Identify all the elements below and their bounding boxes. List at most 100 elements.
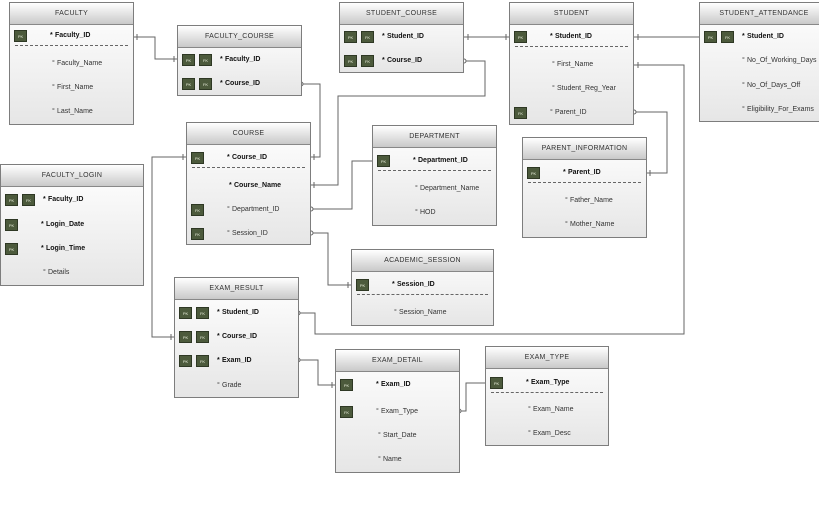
foreign-key-badge: FK [22,194,35,206]
attribute-row[interactable]: °HOD [373,207,496,221]
attribute-row[interactable]: *Course_Name [187,180,310,194]
attribute-marker: * [563,169,566,176]
attribute-row[interactable]: PK*Parent_ID [523,167,646,181]
attribute-name: Login_Time [46,245,86,252]
attribute-marker: ° [742,82,745,89]
attribute-row[interactable]: °Eligibility_For_Exams [700,104,819,118]
attribute-marker: ° [217,382,220,389]
attribute-row[interactable]: PK*Faculty_ID [10,30,133,44]
attribute-row[interactable]: PK*Exam_Type [486,377,608,391]
attribute-row[interactable]: °Exam_Desc [486,428,608,442]
attribute-marker: ° [394,309,397,316]
key-separator [515,46,628,47]
attribute-row[interactable]: °Details [1,267,143,281]
attribute-row[interactable]: °Mother_Name [523,219,646,233]
attribute-row[interactable]: PK *Login_Time [1,243,143,257]
attribute-row[interactable]: °Father_Name [523,195,646,209]
foreign-key-badge: FK [196,307,209,319]
foreign-key-badge: FK [361,55,374,67]
attribute-marker: ° [227,230,230,237]
attribute-marker: * [227,154,230,161]
entity-title: STUDENT_COURSE [340,3,463,25]
attribute-row[interactable]: °First_Name [10,82,133,96]
attribute-row[interactable]: PK*Course_ID [187,152,310,166]
attribute-row[interactable]: PK*Session_ID [352,279,493,293]
attribute-row[interactable]: °Name [336,454,459,468]
attribute-row[interactable]: °No_Of_Working_Days [700,55,819,69]
attribute-name: Last_Name [57,108,93,115]
attribute-marker: ° [376,408,379,415]
attribute-marker: * [413,157,416,164]
attribute-row[interactable]: °Session_Name [352,307,493,321]
attribute-marker: * [220,56,223,63]
attribute-name: Exam_ID [381,381,411,388]
attribute-marker: ° [528,430,531,437]
attribute-row[interactable]: FK°Session_ID [187,228,310,242]
attribute-row[interactable]: °Grade [175,380,298,394]
foreign-key-badge: FK [361,31,374,43]
attribute-row[interactable]: °Start_Date [336,430,459,444]
primary-key-badge: PK [356,279,369,291]
primary-key-badge: PK [704,31,717,43]
primary-key-badge: PK [5,194,18,206]
attribute-row[interactable]: PK*Student_ID [510,31,633,45]
attribute-row[interactable]: PK*Exam_ID [336,379,459,393]
attribute-row[interactable]: °Exam_Name [486,404,608,418]
attribute-marker: ° [378,456,381,463]
attribute-name: Course_ID [225,80,261,87]
primary-key-badge: PK [5,243,18,255]
entity-title: STUDENT_ATTENDANCE [700,3,819,25]
attribute-marker: ° [378,432,381,439]
attribute-name: Exam_Type [381,408,418,415]
attribute-row[interactable]: °Student_Reg_Year [510,83,633,97]
attribute-row[interactable]: PK*Login_Date [1,219,143,233]
attribute-row[interactable]: FK°Parent_ID [510,107,633,121]
key-separator [378,170,491,171]
attribute-name: Course_ID [232,154,268,161]
attribute-row[interactable]: °Department_Name [373,183,496,197]
attribute-row[interactable]: °First_Name [510,59,633,73]
attribute-name: Course_ID [222,333,258,340]
attribute-name: Exam_Desc [533,430,571,437]
attribute-name: Mother_Name [570,221,615,228]
attribute-name: Father_Name [570,197,613,204]
attribute-row[interactable]: FK°Exam_Type [336,406,459,420]
attribute-marker: * [217,333,220,340]
primary-key-badge: PK [5,219,18,231]
attribute-marker: ° [415,185,418,192]
entity-parent-information[interactable]: PARENT_INFORMATION PK*Parent_ID °Father_Na… [522,137,647,238]
attribute-row[interactable]: °Last_Name [10,106,133,120]
entity-title: PARENT_INFORMATION [523,138,646,160]
primary-key-badge: PK [179,355,192,367]
attribute-name: Exam_Name [533,406,574,413]
attribute-row[interactable]: PK*Department_ID [373,155,496,169]
attribute-row[interactable]: °Faculty_Name [10,58,133,72]
entity-title: COURSE [187,123,310,145]
attribute-name: Course_Name [234,182,282,189]
attribute-marker: * [41,245,44,252]
attribute-row[interactable]: FK°Department_ID [187,204,310,218]
attribute-row[interactable]: °No_Of_Days_Off [700,80,819,94]
attribute-name: Faculty_ID [48,196,84,203]
